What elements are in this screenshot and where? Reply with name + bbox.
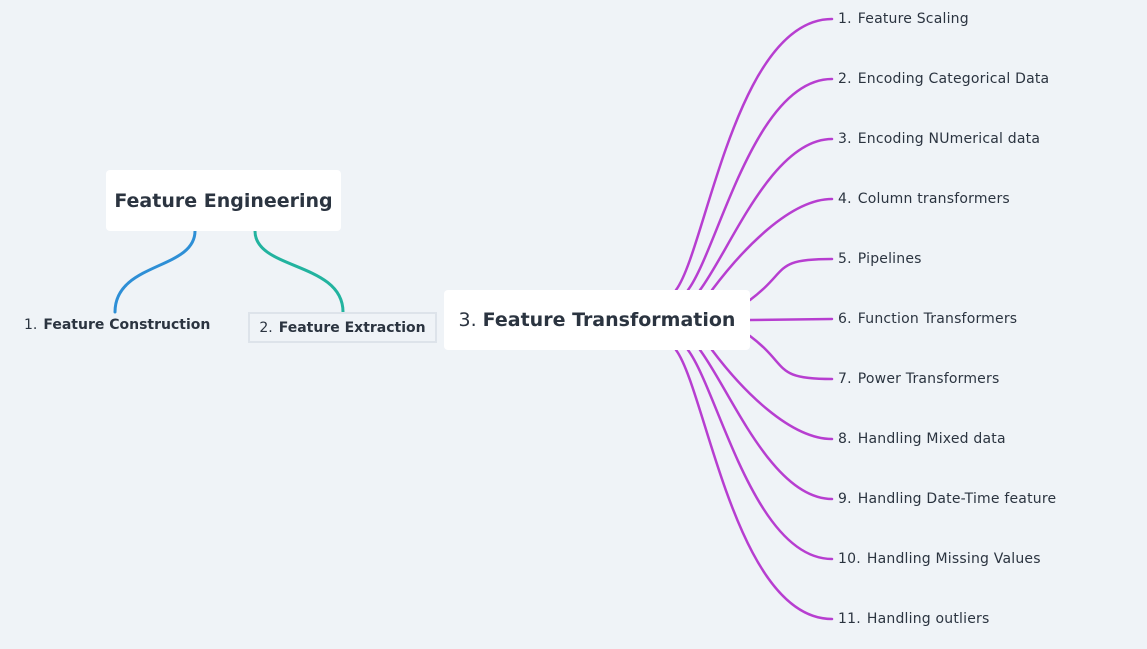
leaf-topic[interactable]: 3. Encoding NUmerical data — [838, 128, 1040, 150]
leaf-label: Handling Date-Time feature — [857, 491, 1057, 507]
leaf-number: 8. — [838, 431, 852, 447]
leaf-connector — [710, 197, 834, 292]
leaf-topic[interactable]: 8. Handling Mixed data — [838, 428, 1006, 450]
leaf-label: Feature Scaling — [857, 11, 969, 27]
leaf-label: Column transformers — [857, 191, 1010, 207]
main-topic-feature-transformation[interactable]: 3. Feature Transformation — [444, 290, 750, 350]
leaf-number: 4. — [838, 191, 852, 207]
transformation-connectors — [674, 17, 834, 621]
leaf-topic[interactable]: 9. Handling Date-Time feature — [838, 488, 1056, 510]
leaf-connector — [686, 77, 834, 292]
leaf-connector — [748, 317, 834, 322]
leaf-connector — [686, 348, 834, 561]
subtopic-feature-construction[interactable]: 1. Feature Construction — [24, 314, 210, 336]
leaf-number: 5. — [838, 251, 852, 267]
leaf-topic[interactable]: 11. Handling outliers — [838, 608, 990, 630]
leaf-connector — [674, 17, 834, 292]
leaf-label: Handling Missing Values — [866, 551, 1041, 567]
leaf-connector — [710, 348, 834, 441]
root-topic[interactable]: Feature Engineering — [106, 170, 341, 231]
leaf-number: 1. — [838, 11, 852, 27]
leaf-topic[interactable]: 6. Function Transformers — [838, 308, 1017, 330]
subtopic-label: Feature Extraction — [278, 319, 426, 336]
leaf-number: 7. — [838, 371, 852, 387]
leaf-connector — [698, 348, 834, 501]
leaf-number: 11. — [838, 611, 861, 627]
leaf-connector — [748, 257, 834, 302]
connector-construction — [113, 229, 197, 314]
main-topic-label: Feature Transformation — [482, 309, 736, 331]
leaf-label: Power Transformers — [857, 371, 1000, 387]
leaf-label: Handling outliers — [866, 611, 990, 627]
main-topic-number: 3. — [458, 309, 477, 331]
connector-extraction — [253, 229, 345, 314]
leaf-topic[interactable]: 2. Encoding Categorical Data — [838, 68, 1049, 90]
leaf-connector — [748, 334, 834, 381]
leaf-number: 10. — [838, 551, 861, 567]
leaf-connector — [698, 137, 834, 292]
leaf-number: 2. — [838, 71, 852, 87]
leaf-label: Pipelines — [857, 251, 922, 267]
subtopic-number: 2. — [259, 319, 273, 336]
subtopic-feature-extraction[interactable]: 2. Feature Extraction — [248, 312, 437, 343]
root-topic-label: Feature Engineering — [114, 189, 333, 212]
subtopic-number: 1. — [24, 317, 38, 333]
leaf-topic[interactable]: 1. Feature Scaling — [838, 8, 969, 30]
leaf-number: 9. — [838, 491, 852, 507]
leaf-label: Function Transformers — [857, 311, 1018, 327]
subtopic-label: Feature Construction — [43, 317, 211, 333]
leaf-topic[interactable]: 4. Column transformers — [838, 188, 1010, 210]
leaf-topic[interactable]: 5. Pipelines — [838, 248, 922, 270]
leaf-label: Handling Mixed data — [857, 431, 1006, 447]
leaf-label: Encoding Categorical Data — [857, 71, 1050, 87]
leaf-number: 6. — [838, 311, 852, 327]
leaf-connector — [674, 348, 834, 621]
leaf-number: 3. — [838, 131, 852, 147]
leaf-topic[interactable]: 10. Handling Missing Values — [838, 548, 1041, 570]
leaf-label: Encoding NUmerical data — [857, 131, 1041, 147]
leaf-topic[interactable]: 7. Power Transformers — [838, 368, 999, 390]
